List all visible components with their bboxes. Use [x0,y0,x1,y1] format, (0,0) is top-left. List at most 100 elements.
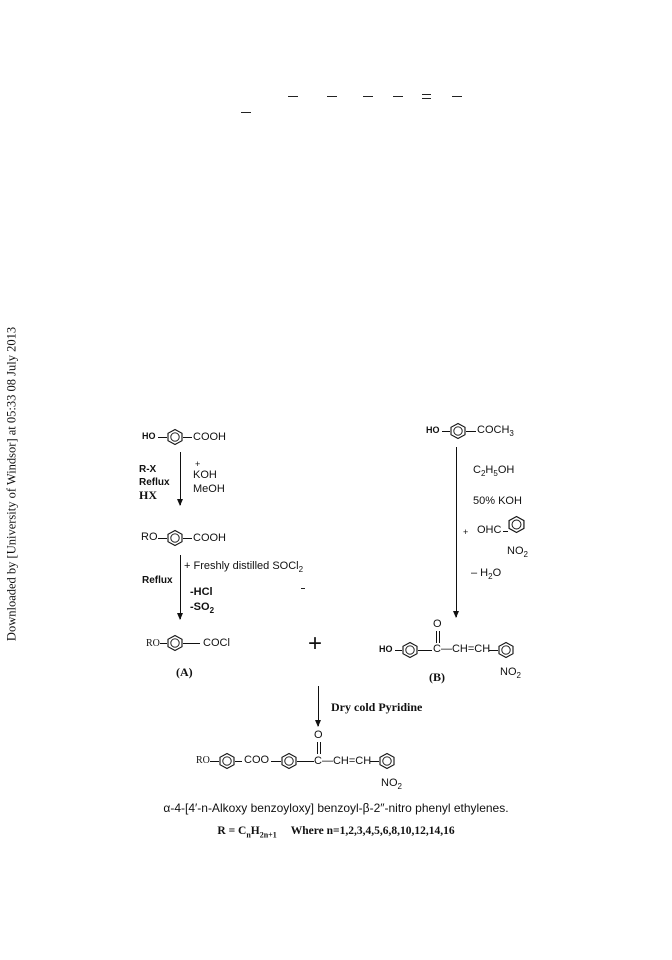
bond-line [235,761,242,762]
step2-so2-label: -SO2 [190,601,214,617]
bond-line [183,643,200,644]
chalcone-carbonyl-o-label: O [433,618,442,630]
bond-line [158,437,167,438]
no2-text: NO [381,777,398,789]
download-side-note: Downloaded by [University of Windsor] at… [2,316,22,652]
dash-mark [393,96,403,98]
bond-line [210,761,219,762]
benzene-ring-icon [498,641,514,659]
koh-solution-label: 50% KOH [473,495,522,507]
water-text: – H [471,567,489,579]
coch3-text: COCH [477,424,510,436]
bond-line [370,761,379,762]
dash-mark [452,96,462,98]
bond-line [466,431,476,432]
subscript: 2 [298,565,304,575]
r-formula-text: H [250,825,260,837]
subscript: 3 [509,429,514,439]
double-bond-line [320,742,321,754]
subscript: 5 [493,469,498,479]
final-no2-label: NO2 [381,777,402,793]
bond-line [418,650,432,651]
subscript: n [246,830,251,840]
reagent-text: C [473,464,481,476]
benzene-ring-icon [402,641,418,659]
reactant-cooh-label: COOH [193,431,226,443]
dash-mark [327,96,337,98]
step2-socl2-text: + Freshly distilled SOCl [184,560,299,572]
equals-mark-bottom [422,98,431,100]
step1-reflux-label: Reflux [139,477,170,488]
intermediate-ro-label: RO [141,531,158,543]
subscript: 2n+1 [259,830,277,840]
n-values-text: Where n=1,2,3,4,5,6,8,10,12,14,16 [290,825,455,837]
down-arrow-step2 [176,555,184,620]
step2-reflux-label: Reflux [142,575,173,586]
chalcone-ho-label: HO [379,644,393,654]
bond-line [271,761,281,762]
product-a-cocl-label: COCl [203,637,230,649]
benzene-ring-icon [167,529,183,547]
down-arrow-combine [314,686,322,727]
bond-line [158,538,167,539]
benzene-ring-icon [281,752,297,770]
benzene-ring-icon [379,752,395,770]
aldehyde-plus-label: + [463,527,469,537]
dash-mark [363,96,373,98]
bond-line [160,643,167,644]
bond-line [442,431,450,432]
acetophenone-ho-label: HO [426,425,440,435]
bond-line [297,761,314,762]
chalcone-chain-label: C—CH=CH [433,643,491,655]
dash-mark [241,112,251,114]
step1-koh-label: KOH [193,469,217,481]
reagent-text: OH [497,464,515,476]
subscript: 2 [397,782,402,792]
subscript: 2 [516,671,521,681]
final-carbonyl-o-label: O [314,729,323,741]
bond-line [183,437,192,438]
double-bond-line [317,742,318,754]
benzene-ring-icon [219,752,235,770]
double-bond-line [436,631,437,643]
combine-plus-sign: + [308,630,323,657]
product-a-label: (A) [176,665,193,679]
bond-line [503,531,508,532]
final-ester-label: COO [244,754,270,766]
chalcone-no2-label: NO2 [500,666,521,682]
download-side-note-text: Downloaded by [University of Windsor] at… [4,326,19,642]
dash-mark [288,96,298,98]
subscript: 2 [488,572,493,582]
product-a-ro-label: RO [146,638,160,649]
reactant-ho-label: HO [142,431,156,441]
bond-line [489,650,498,651]
double-bond-line [439,631,440,643]
r-formula-text: R = C [217,825,247,837]
down-arrow-right-branch [452,447,460,618]
acetophenone-coch3-label: COCH3 [477,424,514,440]
step2-hcl-label: -HCl [190,586,213,598]
step1-rx-label: R-X [139,464,157,475]
step1-meoh-label: MeOH [193,483,225,495]
subscript: 2 [523,550,528,560]
compound-name-caption: α-4-[4′-n-Alkoxy benzoyloxy] benzoyl-β-2… [163,801,509,815]
no2-text: NO [500,666,517,678]
final-ro-label: RO [196,755,210,766]
step2-socl2-label: + Freshly distilled SOCl2 [184,560,303,576]
r-group-definition: R = CnH2n+1 Where n=1,2,3,4,5,6,8,10,12,1… [0,825,672,839]
benzene-ring-icon [167,428,183,446]
product-b-label: (B) [429,670,445,684]
benzene-ring-icon [167,634,183,652]
step1-hx-label: HX [139,488,157,502]
aldehyde-no2-label: NO2 [507,545,528,561]
benzene-ring-icon [450,422,466,440]
subscript: 2 [209,606,215,616]
bond-line [395,650,402,651]
down-arrow-step1 [176,452,184,506]
subscript: 2 [480,469,486,479]
bond-line [183,538,192,539]
reagent-text: H [485,464,494,476]
no2-text: NO [507,545,524,557]
stray-mark [301,588,305,589]
pyridine-label: Dry cold Pyridine [331,700,423,714]
